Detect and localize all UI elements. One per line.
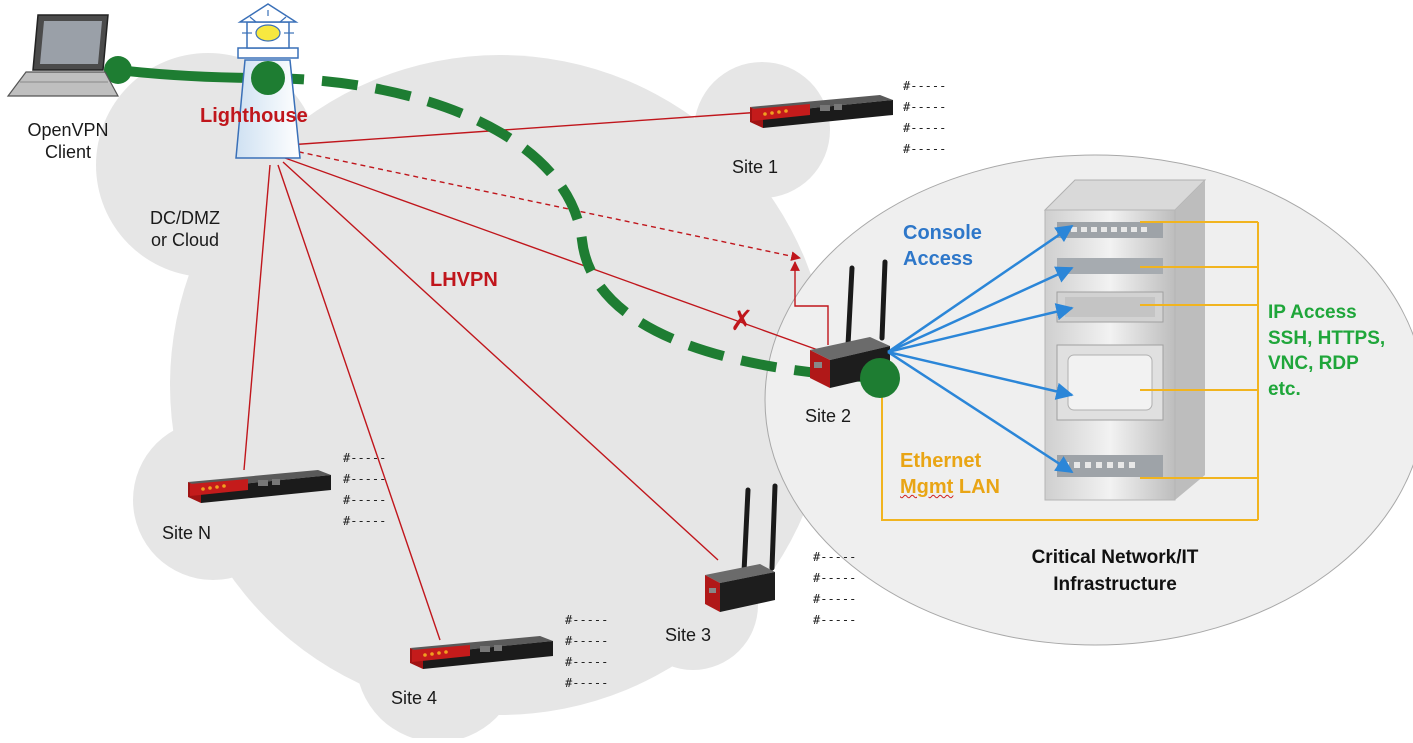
siteN-device — [188, 470, 331, 503]
port-entry: #----- — [903, 79, 947, 93]
siteN-label: Site N — [162, 523, 212, 543]
port-entry: #----- — [343, 493, 387, 507]
lighthouse-label: Lighthouse — [200, 105, 308, 127]
port-entry: #----- — [565, 655, 609, 669]
port-entry: #----- — [813, 571, 857, 585]
port-entry: #----- — [813, 613, 857, 627]
ethernet-mgmt-word: Mgmt — [900, 476, 954, 498]
console-access-arrows — [887, 224, 1074, 474]
tunnel-dashed — [267, 73, 881, 383]
port-entry: #----- — [903, 142, 947, 156]
site3-port-list: #----- #----- #----- #----- — [813, 547, 856, 631]
link-site1 — [287, 111, 763, 146]
site4-port-list: #----- #----- #----- #----- — [565, 610, 608, 694]
site4-device — [410, 636, 553, 669]
port-entry: #----- — [565, 676, 609, 690]
siteN-port-list: #----- #----- #----- #----- — [343, 448, 386, 532]
link-siteN — [243, 164, 271, 471]
port-entry: #----- — [903, 100, 947, 114]
port-entry: #----- — [813, 592, 857, 606]
site3-device — [705, 483, 778, 612]
ethernet-line1: Ethernet — [900, 450, 982, 472]
tunnel-endpoint-site2 — [860, 358, 900, 398]
site4-label: Site 4 — [391, 688, 438, 708]
port-entry: #----- — [343, 472, 387, 486]
link-site2 — [284, 157, 819, 351]
site1-label: Site 1 — [732, 157, 779, 177]
site3-label: Site 3 — [665, 625, 712, 645]
site1-port-list: #----- #----- #----- #----- — [903, 76, 946, 160]
port-entry: #----- — [565, 634, 609, 648]
ethernet-lan-word: LAN — [958, 476, 1000, 498]
port-entry: #----- — [343, 451, 387, 465]
console-access-label: Console Access — [903, 220, 982, 272]
port-entry: #----- — [903, 121, 947, 135]
lhvpn-label: LHVPN — [430, 269, 498, 291]
dc-zone-label: DC/DMZ or Cloud — [135, 208, 235, 251]
link-site2-backpath — [790, 261, 829, 345]
link-site3 — [282, 161, 719, 561]
openvpn-client-line1: OpenVPN — [27, 120, 109, 140]
site1-zone-circle — [694, 62, 830, 198]
link-dashed-site2 — [289, 149, 801, 261]
port-entry: #----- — [565, 613, 609, 627]
ip-access-line2: SSH, HTTPS, — [1268, 327, 1386, 349]
ip-access-wiring — [881, 221, 1259, 521]
ip-access-label: IP Access SSH, HTTPS, VNC, RDP etc. — [1268, 300, 1385, 403]
critical-infra-line2: Infrastructure — [1053, 573, 1177, 595]
port-entry: #----- — [813, 550, 857, 564]
site1-device — [750, 95, 893, 128]
dc-zone-line2: or Cloud — [150, 229, 220, 250]
console-access-line1: Console — [903, 222, 982, 244]
console-access-line2: Access — [903, 248, 974, 270]
ip-access-line3: VNC, RDP — [1268, 353, 1359, 375]
dc-zone-line1: DC/DMZ — [150, 208, 220, 228]
ip-access-line4: etc. — [1268, 378, 1301, 400]
critical-infra-line1: Critical Network/IT — [1031, 547, 1199, 568]
ethernet-line2: Mgmt LAN — [900, 474, 1000, 500]
site2-label: Site 2 — [805, 406, 852, 426]
lhvpn-links — [243, 111, 829, 641]
server-rack-icon — [1043, 179, 1207, 501]
openvpn-client-line2: Client — [44, 141, 92, 162]
ethernet-mgmt-label: Ethernet Mgmt LAN — [900, 448, 1000, 500]
tunnel-endpoint-client — [104, 56, 132, 84]
lighthouse-tunnel-node — [251, 61, 285, 95]
laptop-icon — [6, 14, 120, 97]
critical-infra-label: Critical Network/IT Infrastructure — [1010, 545, 1220, 598]
port-entry: #----- — [343, 514, 387, 528]
openvpn-client-label: OpenVPN Client — [18, 120, 118, 163]
broken-link-mark: ✗ — [730, 305, 754, 336]
ip-access-line1: IP Access — [1268, 302, 1357, 323]
link-site4 — [277, 164, 441, 641]
lighthouse-icon — [235, 3, 301, 159]
